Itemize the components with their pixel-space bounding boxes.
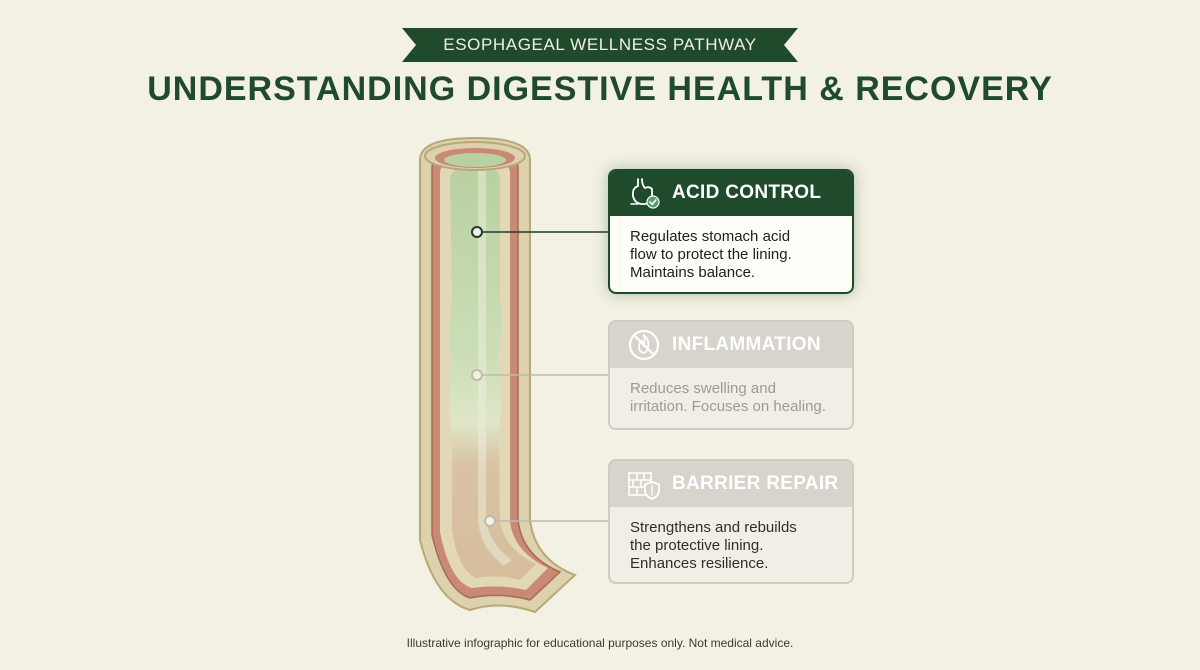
card-acid-control-title: ACID CONTROL (672, 182, 822, 203)
card-line: the protective lining. (630, 537, 764, 554)
card-line: Regulates stomach acid (630, 228, 791, 245)
banner-ribbon (402, 28, 798, 62)
lumen-highlight (478, 170, 512, 566)
card-acid-control[interactable]: ACID CONTROL Regulates stomach acid flow… (608, 169, 854, 294)
marker-barrier-repair (484, 515, 496, 527)
marker-inflammation (471, 369, 483, 381)
brick-shield-icon (628, 472, 660, 500)
card-line: Reduces swelling and (630, 380, 776, 397)
card-barrier-repair[interactable]: BARRIER REPAIR Strengthens and rebuilds … (608, 459, 854, 584)
tube-opening-lumen (444, 153, 506, 167)
marker-acid-control (471, 226, 483, 238)
no-fire-icon (628, 329, 660, 361)
card-line: irritation. Focuses on healing. (630, 398, 826, 415)
title-banner: ESOPHAGEAL WELLNESS PATHWAY (402, 28, 798, 62)
card-acid-control-header: ACID CONTROL (610, 171, 852, 216)
stomach-check-icon (630, 178, 660, 209)
card-inflammation-title: INFLAMMATION (672, 334, 821, 355)
card-inflammation-body: Reduces swelling and irritation. Focuses… (610, 368, 852, 416)
card-barrier-repair-body: Strengthens and rebuilds the protective … (610, 507, 852, 573)
card-barrier-repair-header: BARRIER REPAIR (610, 461, 852, 507)
banner-label: ESOPHAGEAL WELLNESS PATHWAY (443, 35, 757, 54)
tube-lumen (449, 166, 536, 580)
disclaimer-footnote: Illustrative infographic for educational… (406, 636, 794, 650)
card-line: Enhances resilience. (630, 555, 769, 572)
card-acid-control-body: Regulates stomach acid flow to protect t… (610, 216, 852, 282)
page-title: UNDERSTANDING DIGESTIVE HEALTH & RECOVER… (147, 70, 1053, 108)
card-line: flow to protect the lining. (630, 246, 792, 263)
card-barrier-repair-title: BARRIER REPAIR (672, 473, 839, 494)
card-line: Strengthens and rebuilds (630, 519, 797, 536)
card-line: Maintains balance. (630, 264, 756, 281)
card-inflammation-header: INFLAMMATION (610, 322, 852, 368)
card-inflammation[interactable]: INFLAMMATION Reduces swelling and irrita… (608, 320, 854, 430)
